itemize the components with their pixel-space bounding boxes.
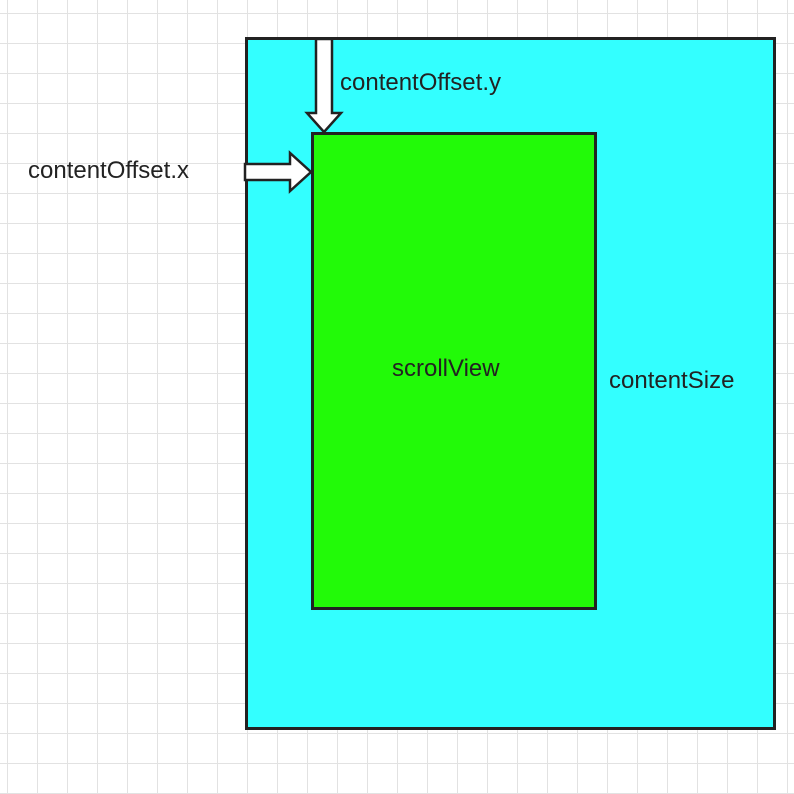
content-size-label: contentSize	[609, 367, 735, 394]
right-arrow-shape	[243, 150, 313, 194]
content-offset-x-arrow-icon	[243, 150, 313, 194]
content-offset-y-arrow-icon	[304, 37, 344, 134]
down-arrow-shape	[304, 37, 344, 134]
scroll-view-rect	[311, 132, 597, 610]
content-offset-x-label: contentOffset.x	[28, 157, 189, 184]
scroll-view-label: scrollView	[392, 355, 500, 382]
content-offset-y-label: contentOffset.y	[340, 69, 501, 96]
